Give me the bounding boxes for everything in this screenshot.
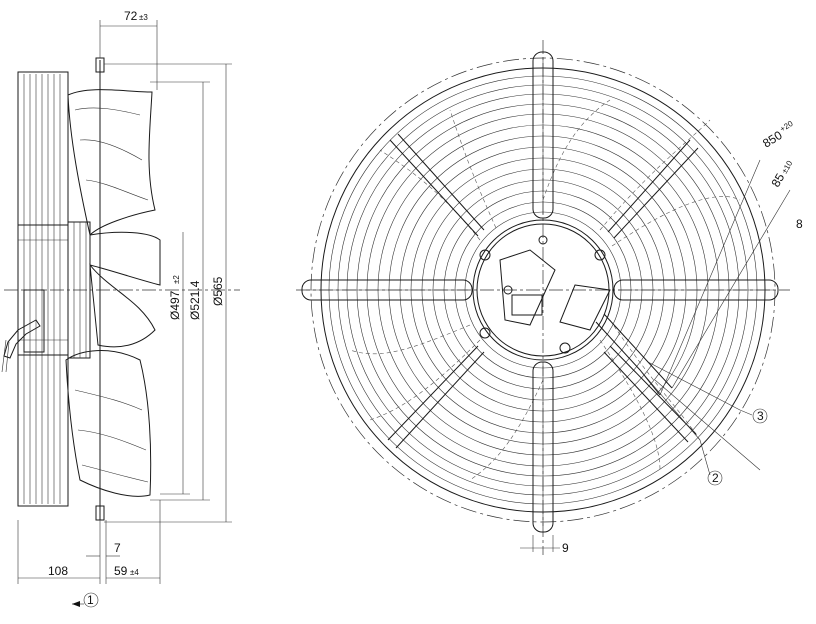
dim-outer-diameter: Ø565 [211,276,225,306]
callout-2: 2 [712,471,719,485]
motor-hub [472,219,614,361]
cable-gland [1,319,41,373]
front-view [296,40,791,555]
side-dimensions [4,20,240,608]
blades-hidden [349,99,741,481]
dim-axial-offset-tol: ±3 [139,13,148,22]
cable-bundle [595,159,791,476]
dim-strip-length-tol: ±10 [780,159,795,175]
blades-side [65,89,161,497]
side-view [1,57,161,521]
callout-3: 3 [757,409,764,423]
dim-depth-total: 108 [48,564,68,578]
dim-ring-diameter: Ø521.4 [188,280,202,320]
dim-axial-offset: 72 [124,9,138,23]
dim-blade-diameter: Ø497 [168,290,182,320]
guard-grille [17,57,105,521]
dim-strip-length: 85 [768,171,787,190]
dim-blade-diameter-tol: ±2 [172,275,181,284]
callout-1: 1 [87,593,94,607]
dim-hub-depth: 59 [114,564,128,578]
dim-hub-depth-tol: ±4 [130,568,139,577]
guard-spokes [301,51,779,533]
dim-wire-end: 8 [796,217,803,231]
dim-cable-length-tol: +20 [778,119,795,134]
dim-guard-gap: 7 [114,541,121,555]
dim-slot-width: 9 [562,541,569,555]
